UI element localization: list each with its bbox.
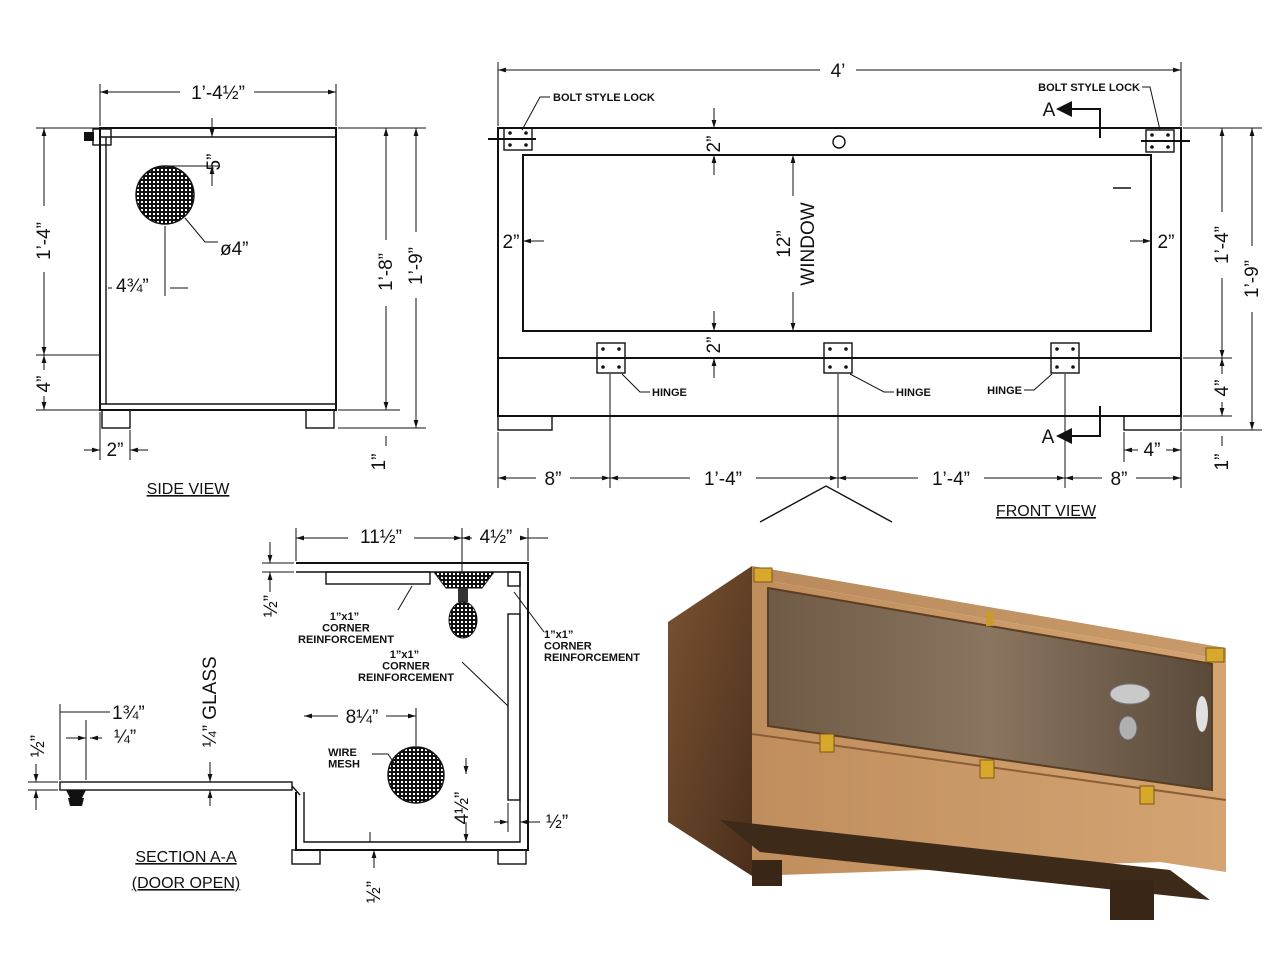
side-width-dim: 1’-4½”: [191, 83, 245, 104]
side-bottom-dim: 2”: [107, 440, 124, 461]
window-height-dim: 12”: [774, 230, 795, 257]
section-mesh-height-dim: 4½”: [452, 792, 473, 825]
door-len-dim: 1¾”: [112, 703, 145, 724]
front-bottom-margin-dim: 2”: [704, 337, 725, 354]
hinge-label-2: HINGE: [896, 387, 931, 399]
section-marker-bottom: A: [1042, 427, 1055, 448]
side-view-title: SIDE VIEW: [147, 481, 231, 498]
section-mesh-offset-dim: 8¼”: [346, 707, 379, 728]
front-top-margin-dim: 2”: [704, 136, 725, 153]
front-bottom-dim-3: 1’-4”: [932, 469, 970, 490]
light-fixture-icon: [433, 571, 495, 639]
section-view-subtitle: (DOOR OPEN): [132, 875, 240, 892]
glass-label: GLASS: [200, 656, 221, 719]
mesh-label: WIRE MESH: [328, 747, 360, 771]
front-view-title: FRONT VIEW: [996, 503, 1097, 520]
vent-mesh-icon: [135, 165, 195, 225]
side-height-upper-dim: 1’-4”: [34, 222, 55, 260]
door-half-dim: ½”: [28, 735, 49, 757]
lock-label-left: BOLT STYLE LOCK: [553, 92, 655, 104]
front-right-margin-dim: 2”: [1158, 232, 1175, 253]
cabinet-3d-render: [652, 528, 1230, 952]
side-hole-dia-dim: ø4”: [220, 239, 249, 260]
door-thk-dim: ¼”: [114, 727, 136, 748]
front-right-lower-dim: 4”: [1212, 380, 1233, 397]
section-bottom-half-dim: ½”: [364, 881, 385, 903]
render-hinge-1-icon: [819, 733, 835, 753]
section-right-half-dim: ½”: [546, 812, 568, 833]
front-right-total-dim: 1’-9”: [1242, 260, 1263, 298]
side-total-feet-dim: 1’-9”: [406, 247, 427, 285]
front-bottom-dim-1: 8”: [545, 469, 562, 490]
bolt-lock-right-icon: [1141, 129, 1190, 153]
side-total-dim: 1’-8”: [376, 253, 397, 291]
side-height-lower-dim: 4”: [34, 376, 55, 393]
section-view-title: SECTION A-A: [135, 849, 237, 866]
render-lock-left-icon: [753, 567, 773, 583]
render-lock-right-icon: [1205, 647, 1225, 663]
hinge-1-icon: [596, 342, 626, 374]
side-feet-dim: 1”: [369, 454, 390, 471]
front-foot-width-dim: 4”: [1144, 440, 1161, 461]
section-door-depth-dim: 4½”: [480, 527, 513, 548]
front-right-upper-dim: 1’-4”: [1212, 226, 1233, 264]
glass-thk-dim: ¼”: [200, 725, 221, 747]
front-right-feet-dim: 1”: [1212, 454, 1233, 471]
lid-knob-icon: [832, 135, 846, 149]
section-marker-top: A: [1043, 100, 1056, 121]
side-hole-offset-dim: 4¾”: [116, 276, 149, 297]
front-bottom-dim-2: 1’-4”: [704, 469, 742, 490]
front-width-dim: 4’: [831, 61, 846, 82]
hinge-3-icon: [1050, 342, 1080, 374]
hinge-label-1: HINGE: [652, 387, 687, 399]
bolt-lock-left-icon: [488, 127, 536, 151]
hinge-2-icon: [823, 342, 853, 374]
door-knob-icon: [66, 790, 86, 806]
lock-label-right: BOLT STYLE LOCK: [1038, 82, 1140, 94]
front-left-margin-dim: 2”: [503, 232, 520, 253]
section-mesh-icon: [387, 746, 445, 804]
side-hole-top-dim: 5”: [204, 154, 225, 171]
section-depth-dim: 11½”: [360, 527, 402, 548]
front-bottom-dim-4: 8”: [1111, 469, 1128, 490]
window-label: WINDOW: [798, 202, 819, 285]
render-hinge-3-icon: [1139, 785, 1155, 805]
hinge-label-3: HINGE: [987, 385, 1022, 397]
section-top-half-dim: ½”: [261, 595, 282, 617]
front-view: BOLT STYLE LOCK BOLT STYLE LOCK HINGE HI…: [488, 58, 1264, 523]
side-view: 1’-4½” 1’-4” 4” 1’-8” 1’-9” 1” 5” ø4”: [32, 80, 428, 498]
render-hinge-2-icon: [979, 759, 995, 779]
